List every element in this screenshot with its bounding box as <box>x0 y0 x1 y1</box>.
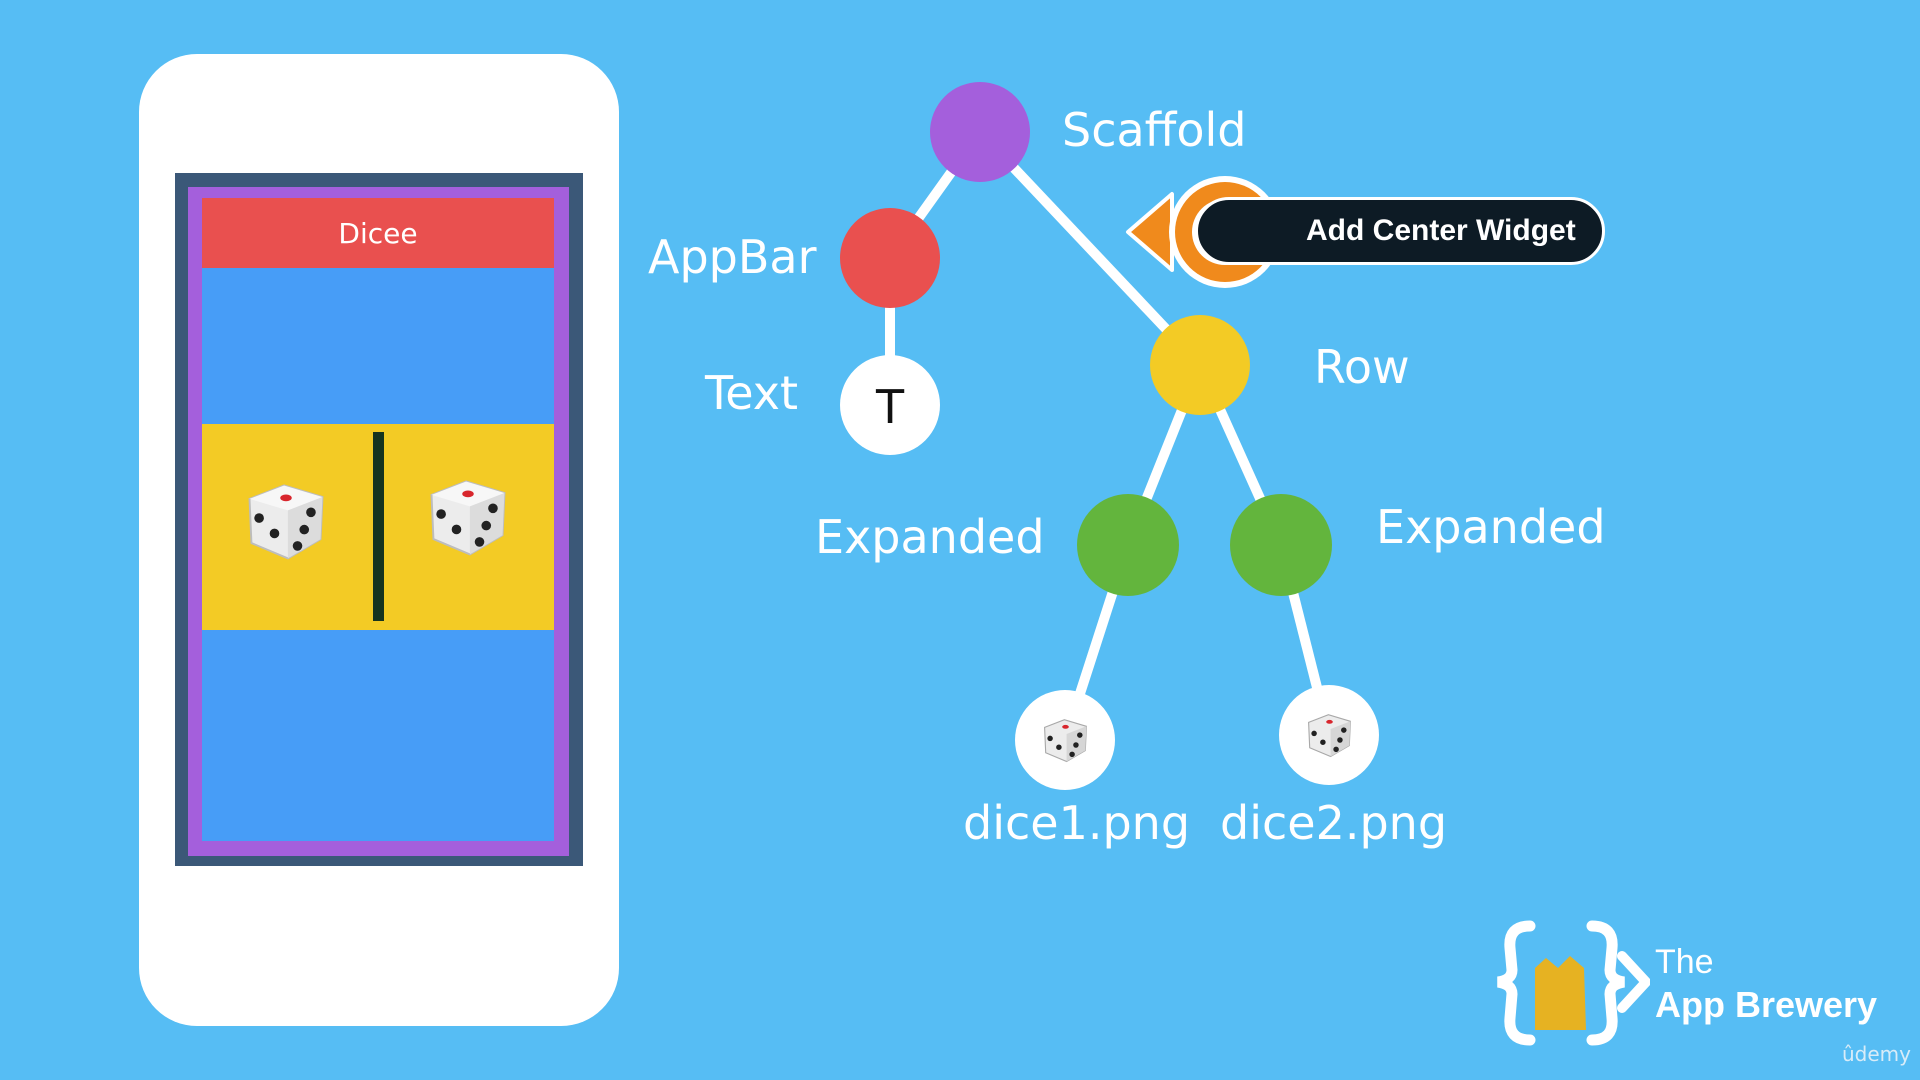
dice-icon <box>1044 719 1087 763</box>
dice1-label: dice1.png <box>963 796 1191 850</box>
row-label: Row <box>1314 340 1410 394</box>
dice2-label: dice2.png <box>1220 796 1448 850</box>
tooltip-pointer <box>1126 192 1174 272</box>
udemy-watermark: ûdemy <box>1842 1042 1911 1066</box>
expanded-right-node <box>1230 494 1332 596</box>
scaffold-label: Scaffold <box>1062 103 1247 157</box>
app-bar: Dicee <box>202 198 554 268</box>
app-bar-title: Dicee <box>338 216 418 250</box>
text-node-glyph: T <box>875 380 905 434</box>
dice-icon <box>430 480 506 556</box>
appbar-label: AppBar <box>648 230 817 284</box>
expanded-right-label: Expanded <box>1376 500 1606 554</box>
tooltip-text: Add Center Widget <box>1306 214 1576 247</box>
scaffold-node <box>930 82 1030 182</box>
expanded-left-node <box>1077 494 1179 596</box>
row-node <box>1150 315 1250 415</box>
brand-name: App Brewery <box>1655 984 1878 1025</box>
row-divider <box>373 432 384 621</box>
brand-line-the: The <box>1655 943 1714 981</box>
expanded-left-label: Expanded <box>815 510 1045 564</box>
dice-icon <box>1308 714 1351 758</box>
dice-icon <box>248 484 324 560</box>
appbar-node <box>840 208 940 308</box>
app-brewery-logo <box>1496 920 1650 1046</box>
text-label: Text <box>705 366 799 420</box>
text-node <box>840 355 940 455</box>
edge-scaffold-row <box>976 128 1204 369</box>
tooltip-bubble <box>1195 197 1605 265</box>
